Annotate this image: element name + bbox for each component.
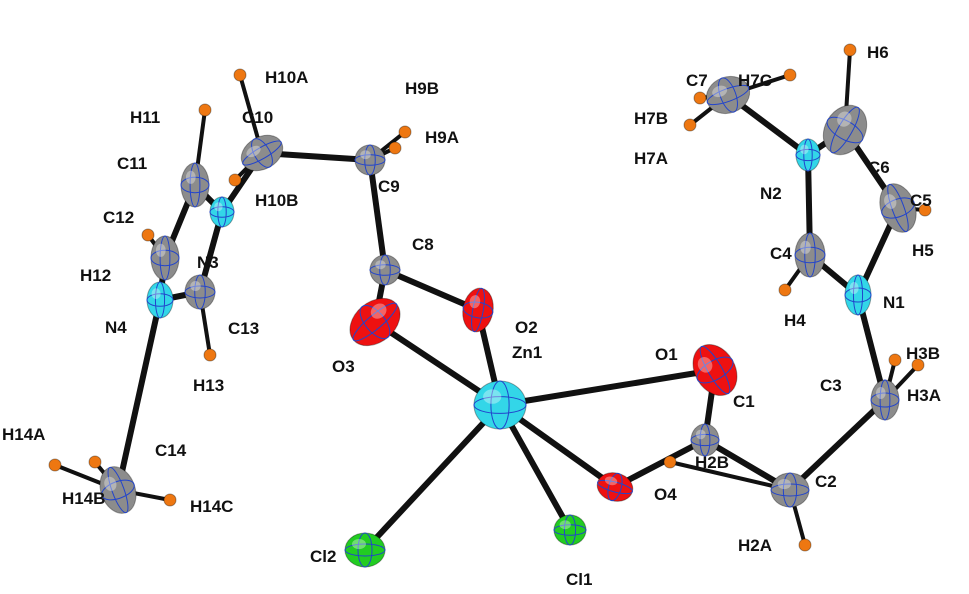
atom-h7b bbox=[693, 91, 707, 105]
atom-c9 bbox=[354, 144, 386, 176]
atom-h3a bbox=[911, 358, 925, 372]
atom-label-h2b: H2B bbox=[695, 453, 729, 472]
atom-label-h5: H5 bbox=[912, 241, 934, 260]
atom-n1 bbox=[844, 274, 872, 316]
atom-label-n3: N3 bbox=[197, 253, 219, 272]
atom-label-c3: C3 bbox=[820, 376, 842, 395]
bond-c8-c9 bbox=[367, 157, 388, 273]
atom-n4 bbox=[146, 281, 174, 319]
atom-label-o3: O3 bbox=[332, 357, 355, 376]
atom-label-h7b: H7B bbox=[634, 109, 668, 128]
atom-label-c6: C6 bbox=[868, 158, 890, 177]
atom-label-n4: N4 bbox=[105, 318, 127, 337]
atom-c14 bbox=[99, 466, 137, 514]
atom-label-h14a: H14A bbox=[2, 425, 45, 444]
bond-o2-c8 bbox=[382, 267, 481, 313]
atom-h14a bbox=[48, 458, 62, 472]
atom-c13 bbox=[184, 274, 216, 310]
atom-label-h12: H12 bbox=[80, 266, 111, 285]
atom-c3 bbox=[870, 379, 900, 421]
atom-label-cl1: Cl1 bbox=[566, 570, 592, 589]
atom-n3 bbox=[209, 196, 235, 228]
atom-h14b bbox=[88, 455, 102, 469]
atom-label-h11: H11 bbox=[130, 108, 160, 127]
atom-label-h14b: H14B bbox=[62, 489, 105, 508]
atom-o2 bbox=[462, 287, 494, 333]
atom-label-c9: C9 bbox=[378, 177, 400, 196]
atom-c2 bbox=[770, 472, 810, 508]
atom-c1 bbox=[690, 423, 720, 457]
atom-label-h10a: H10A bbox=[265, 68, 308, 87]
atom-label-o2: O2 bbox=[515, 318, 538, 337]
atom-label-h7a: H7A bbox=[634, 149, 668, 168]
atom-label-o4: O4 bbox=[654, 485, 677, 504]
atom-h14c bbox=[163, 493, 177, 507]
atom-label-c2: C2 bbox=[815, 472, 837, 491]
atom-label-c13: C13 bbox=[228, 319, 259, 338]
atom-label-zn1: Zn1 bbox=[512, 343, 542, 362]
atom-n2 bbox=[795, 138, 821, 172]
atom-h9b bbox=[398, 125, 412, 139]
atom-h7c bbox=[783, 68, 797, 82]
atom-cl1 bbox=[553, 514, 587, 546]
atom-o4 bbox=[596, 472, 634, 502]
bond-zn1-cl2 bbox=[362, 402, 503, 553]
atom-label-h4: H4 bbox=[784, 311, 806, 330]
atom-c7 bbox=[705, 75, 751, 115]
atom-label-c4: C4 bbox=[770, 244, 792, 263]
atom-o1 bbox=[692, 344, 738, 396]
atom-h13 bbox=[203, 348, 217, 362]
atom-label-h13: H13 bbox=[193, 376, 224, 395]
bond-c2-c3 bbox=[787, 397, 888, 493]
atom-label-h9a: H9A bbox=[425, 128, 459, 147]
atom-label-c7: C7 bbox=[686, 71, 708, 90]
atom-o3 bbox=[349, 297, 401, 347]
atom-label-h14c: H14C bbox=[190, 497, 233, 516]
atom-label-h3a: H3A bbox=[907, 386, 941, 405]
atom-h5 bbox=[918, 203, 932, 217]
atom-c4 bbox=[794, 232, 826, 278]
bond-zn1-o1 bbox=[497, 367, 718, 408]
atom-h4 bbox=[778, 283, 792, 297]
atom-h10b bbox=[228, 173, 242, 187]
bond-n4-c14 bbox=[115, 297, 163, 493]
atom-label-c1: C1 bbox=[733, 392, 755, 411]
atom-c6 bbox=[822, 104, 868, 156]
atom-label-cl2: Cl2 bbox=[310, 547, 336, 566]
atom-c8 bbox=[369, 254, 401, 286]
atom-c11 bbox=[180, 162, 210, 208]
atom-h6 bbox=[843, 43, 857, 57]
atom-label-h7c: H7C bbox=[738, 71, 772, 90]
atom-h7a bbox=[683, 118, 697, 132]
atom-label-h9b: H9B bbox=[405, 79, 439, 98]
atom-c12 bbox=[150, 235, 180, 281]
atom-label-c12: C12 bbox=[103, 208, 134, 227]
atom-h2a bbox=[798, 538, 812, 552]
atom-h9a bbox=[388, 141, 402, 155]
atom-label-c14: C14 bbox=[155, 441, 187, 460]
atom-h10a bbox=[233, 68, 247, 82]
atom-c10 bbox=[240, 134, 284, 172]
atom-label-h2a: H2A bbox=[738, 536, 772, 555]
atom-label-h10b: H10B bbox=[255, 191, 298, 210]
atom-label-o1: O1 bbox=[655, 345, 678, 364]
atom-zn1 bbox=[473, 380, 527, 430]
atom-label-c8: C8 bbox=[412, 235, 434, 254]
atom-label-c11: C11 bbox=[117, 154, 147, 173]
atom-cl2 bbox=[344, 532, 386, 568]
atom-h12 bbox=[141, 228, 155, 242]
bond-c2-h2b bbox=[668, 460, 792, 492]
atom-label-c10: C10 bbox=[242, 108, 273, 127]
atom-label-c5: C5 bbox=[910, 191, 932, 210]
bond-o4-c1 bbox=[612, 437, 708, 490]
atom-h3b bbox=[888, 353, 902, 367]
atom-label-h3b: H3B bbox=[906, 344, 940, 363]
atom-label-h6: H6 bbox=[867, 43, 889, 62]
atom-h11 bbox=[198, 103, 212, 117]
atom-c5 bbox=[879, 183, 917, 233]
atom-label-n2: N2 bbox=[760, 184, 782, 203]
atom-label-n1: N1 bbox=[883, 293, 905, 312]
atom-h2b bbox=[663, 455, 677, 469]
